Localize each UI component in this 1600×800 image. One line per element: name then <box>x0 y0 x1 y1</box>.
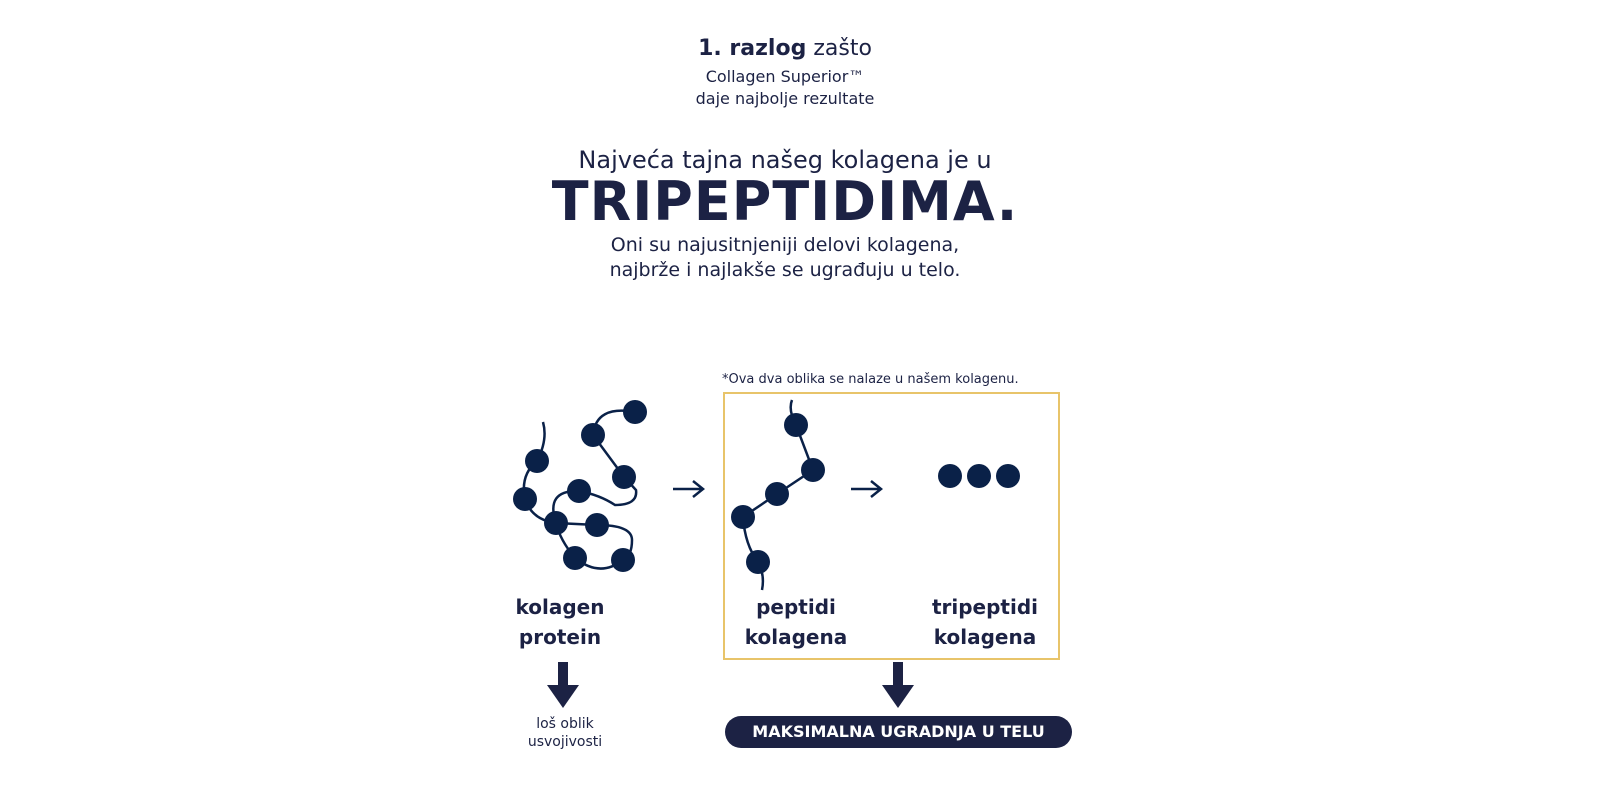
reason-heading: 1. razlog zašto <box>0 36 1570 61</box>
description-line-1: Oni su najusitnjeniji delovi kolagena, <box>610 234 960 256</box>
our-collagen-box <box>723 392 1060 660</box>
headline-emphasis: TRIPEPTIDIMA. <box>551 170 1019 233</box>
description-line-2: najbrže i najlakše se ugrađuju u telo. <box>609 259 961 281</box>
max-absorption-badge: MAKSIMALNA UGRADNJA U TELU <box>725 716 1072 748</box>
product-name: Collagen Superior™ <box>705 67 865 86</box>
tagline: daje najbolje rezultate <box>695 89 875 108</box>
reason-rest: zašto <box>806 36 872 61</box>
diagram-note: *Ova dva oblika se nalaze u našem kolage… <box>722 372 1019 387</box>
amino-acid-dots <box>513 400 1020 574</box>
headline-intro: Najveća tajna našeg kolagena je u <box>578 146 992 174</box>
reason-number: 1. razlog <box>698 36 807 61</box>
down-arrows <box>547 662 914 708</box>
